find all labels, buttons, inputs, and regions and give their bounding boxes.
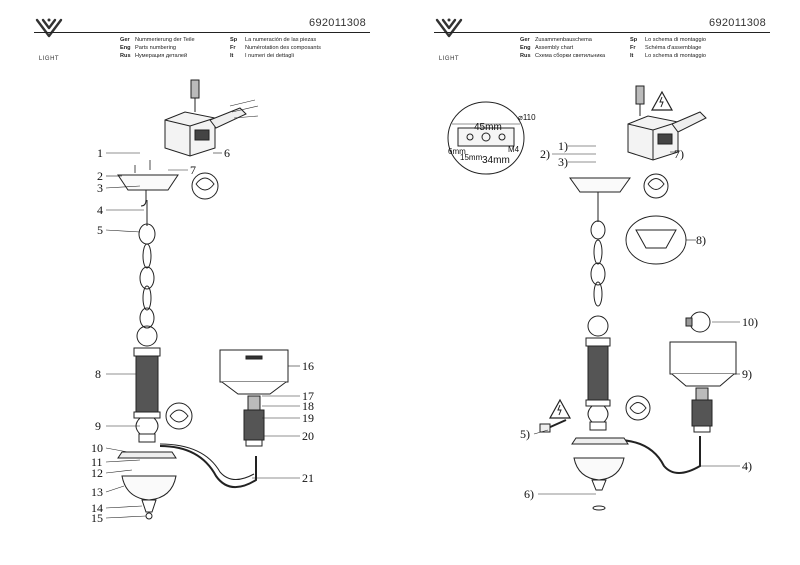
dimension-label: 45mm [474, 122, 502, 133]
part-number: 15 [91, 511, 103, 525]
socket-icon [691, 387, 713, 433]
brand-logo: LIGHT [434, 16, 464, 62]
dimension-label: 15mm [460, 153, 483, 162]
part-number: 2 [97, 169, 103, 183]
logo-text: LIGHT [438, 56, 460, 62]
assembly-step: 9) [742, 367, 752, 381]
part-number: 17 [302, 389, 314, 403]
parts-drawing: 1 2 3 4 5 6 7 8 9 10 11 12 13 14 15 16 1… [91, 79, 314, 525]
assembly-drawing: 1) 2) 3) 4) 5) 6) 7) 8) 9) 10) ⌀110 45mm… [447, 85, 758, 511]
brand-logo: LIGHT [34, 16, 64, 62]
assembly-step: 4) [742, 459, 752, 473]
chain-icon [136, 200, 158, 347]
part-number: 10 [91, 441, 103, 455]
canopy-icon [569, 177, 631, 193]
decorative-column-icon [585, 337, 611, 431]
part-number: 20 [302, 429, 314, 443]
bowl-icon [121, 475, 177, 501]
part-number: 16 [302, 359, 314, 373]
part-number: 4 [97, 203, 103, 217]
part-number: 6 [224, 146, 230, 160]
decorative-column-icon [133, 347, 161, 443]
assembly-step: 7) [674, 147, 684, 161]
lamp-shade-icon [219, 349, 289, 395]
logo-mark-icon [35, 18, 63, 38]
part-number: 3 [97, 181, 103, 195]
part-number: 7 [190, 163, 196, 177]
header-rule [34, 32, 370, 33]
product-code: 692011308 [709, 17, 766, 29]
assembly-step: 3) [558, 155, 568, 169]
mounting-detail-icon [447, 101, 525, 175]
assembly-step: 10) [742, 315, 758, 329]
assembly-step: 8) [696, 233, 706, 247]
canopy-icon [117, 174, 179, 191]
bulb-icon [685, 311, 711, 333]
product-code: 692011308 [309, 17, 366, 29]
assembly-step: 5) [520, 427, 530, 441]
dimension-label: 34mm [482, 155, 510, 166]
logo-text: LIGHT [38, 56, 60, 62]
part-number: 21 [302, 471, 314, 485]
mounting-bracket-icon [627, 85, 707, 161]
canopy-detail-icon [625, 215, 687, 265]
logo-mark-icon [435, 18, 463, 38]
part-number: 14 [91, 501, 103, 515]
warning-icon [548, 398, 572, 419]
part-number: 9 [95, 419, 101, 433]
part-number: 18 [302, 399, 314, 413]
part-number: 11 [91, 455, 103, 469]
part-number: 19 [302, 411, 314, 425]
socket-icon [243, 395, 265, 447]
assembly-step: 6) [524, 487, 534, 501]
lamp-shade-icon [669, 341, 737, 387]
part-number: 1 [97, 146, 103, 160]
header-rule [434, 32, 770, 33]
mounting-bracket-icon [164, 79, 259, 157]
part-number: 5 [97, 223, 103, 237]
assembly-step: 1) [558, 139, 568, 153]
lamp-arm-icon [609, 436, 701, 474]
chain-icon [587, 192, 609, 337]
warning-icon [650, 90, 674, 111]
part-number: 13 [91, 485, 103, 499]
diameter-label: ⌀110 [518, 113, 536, 122]
part-number: 12 [91, 466, 103, 480]
screw-label: M4 [508, 145, 520, 154]
lamp-arm-icon [117, 451, 177, 459]
assembly-step: 2) [540, 147, 550, 161]
dimension-label: 6mm [448, 147, 466, 156]
part-number: 8 [95, 367, 101, 381]
bowl-icon [573, 457, 625, 481]
